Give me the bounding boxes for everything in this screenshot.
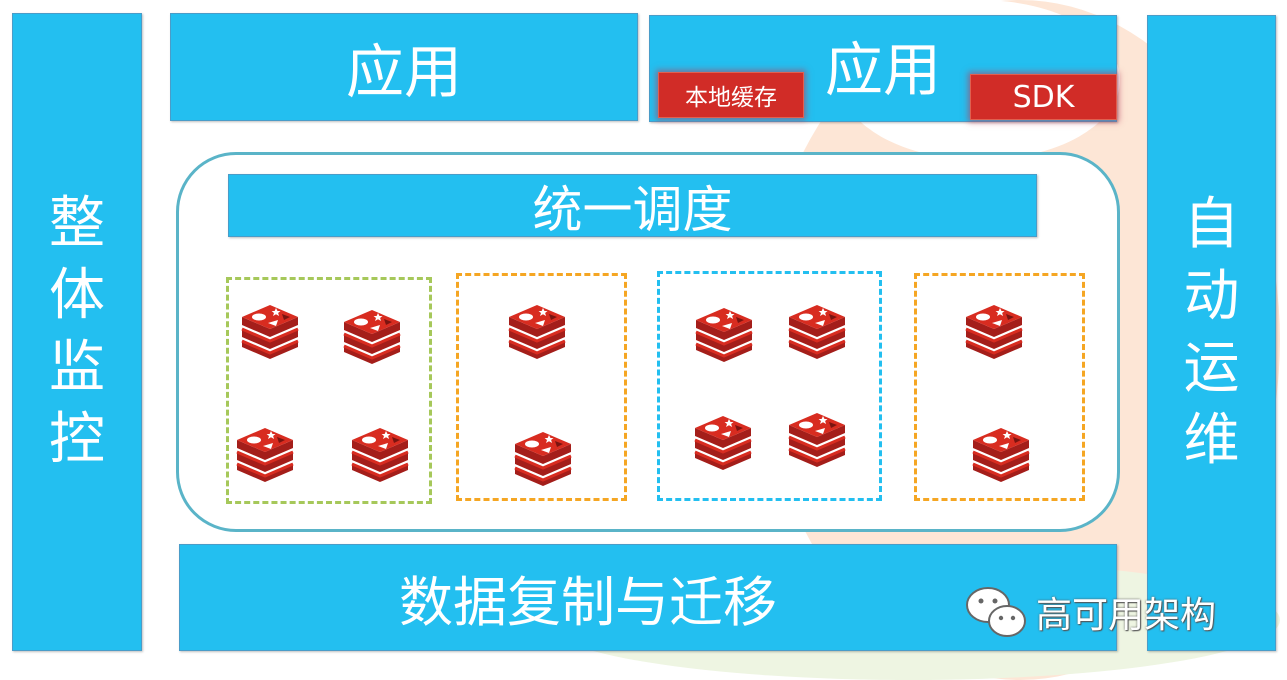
label-char: 控 (49, 407, 105, 472)
label-char: 自 (1183, 192, 1240, 257)
label-char: 监 (49, 335, 105, 400)
watermark: 高可用架构 (964, 583, 1216, 641)
local-cache-label: 本地缓存 (685, 85, 777, 111)
data-replication-migration-bar: 数据复制与迁移 (179, 544, 1117, 651)
scheduling-label: 统一调度 (532, 180, 733, 239)
node-group-4 (914, 273, 1085, 501)
redis-icon (785, 413, 849, 467)
redis-icon (962, 305, 1026, 359)
redis-icon (511, 432, 575, 486)
redis-icon (505, 305, 569, 359)
redis-icon (692, 308, 756, 362)
label-char: 维 (1183, 408, 1240, 473)
node-group-3 (657, 271, 882, 501)
label-char: 整 (49, 191, 105, 256)
redis-icon (691, 416, 755, 470)
label-char: 运 (1183, 336, 1240, 401)
redis-icon (348, 428, 412, 482)
application-box-left: 应用 (170, 13, 638, 121)
application-label: 应用 (345, 38, 462, 106)
redis-icon (785, 305, 849, 359)
application-label: 应用 (824, 35, 941, 104)
auto-ops-panel: 自 动 运 维 (1147, 15, 1276, 651)
redis-icon (238, 305, 302, 359)
label-char: 体 (49, 263, 105, 328)
label-char: 动 (1183, 264, 1240, 329)
sdk-box: SDK (970, 74, 1117, 120)
wechat-icon (966, 587, 1026, 637)
redis-icon (233, 428, 297, 482)
replication-label: 数据复制与迁移 (399, 571, 777, 634)
redis-icon (969, 428, 1033, 482)
watermark-text: 高可用架构 (1036, 595, 1217, 636)
node-group-2 (456, 273, 627, 501)
unified-scheduling-bar: 统一调度 (228, 174, 1037, 239)
overall-monitoring-panel: 整 体 监 控 (12, 13, 142, 651)
sdk-label: SDK (1012, 79, 1075, 115)
node-group-1 (226, 277, 432, 504)
redis-icon (340, 310, 404, 364)
local-cache-box: 本地缓存 (658, 72, 804, 118)
